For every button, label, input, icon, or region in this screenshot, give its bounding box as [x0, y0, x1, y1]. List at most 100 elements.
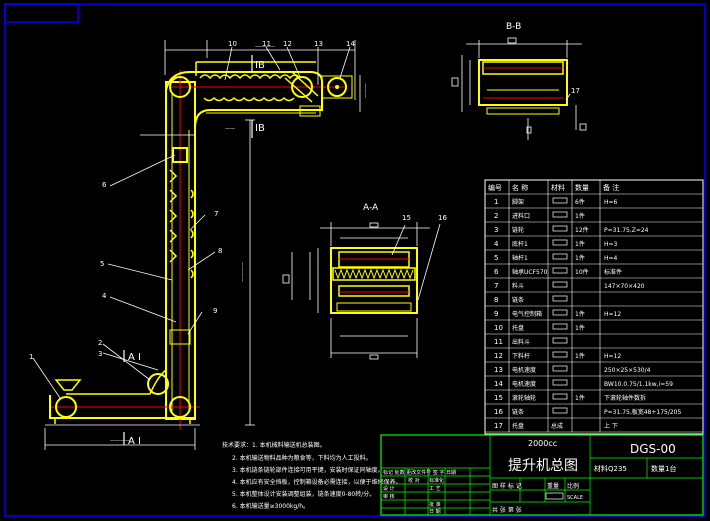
- parts-cell-name: 进料口: [512, 212, 530, 220]
- parts-cell-no: 6: [494, 268, 499, 276]
- callout-8: 8: [218, 247, 222, 255]
- parts-cell-qty: 1件: [575, 310, 585, 318]
- inspection-door: [169, 329, 191, 345]
- corner-tag: [4, 3, 79, 23]
- note-item: 6. 本机输送量≥3000kg/h。: [232, 502, 309, 510]
- tb-weight: 重量: [547, 482, 559, 490]
- parts-cell-qty: 1件: [575, 212, 585, 220]
- parts-cell-name: 托盘: [512, 324, 524, 332]
- parts-cell-name: 电机速度: [512, 366, 536, 374]
- head-sprocket-left: [169, 76, 191, 98]
- main-elevation-view: ———— ———— —— ———— ——— IB IB A I A I: [29, 40, 369, 450]
- tb-standard: 标准化: [429, 477, 444, 484]
- tb-approve: 批 准: [429, 501, 441, 508]
- aa-leader-16: [417, 223, 441, 301]
- dimension-lines: [44, 40, 361, 450]
- parts-cell-no: 1: [494, 198, 498, 206]
- parts-cell-note: BW10.0.75/1.1kw,i=59: [604, 381, 673, 388]
- discharge-chute: [284, 77, 313, 103]
- parts-cell-qty: 12件: [575, 226, 589, 234]
- parts-cell-name: 出料斗: [512, 338, 530, 346]
- tb-scale: SCALE: [567, 495, 583, 501]
- parts-cell-no: 16: [494, 408, 503, 416]
- callout-6: 6: [102, 181, 107, 189]
- aa-mid-band: [332, 267, 416, 281]
- callouts-main: 10 11 12 13 14 6 7 8 5 4 9 2 3 1: [29, 40, 355, 361]
- bb-outer: [478, 59, 568, 106]
- aa-chain-teeth: [334, 268, 414, 280]
- control-box: [172, 147, 188, 163]
- tb-mark-row: 标记 处数 更改文件号 签 字 日期: [383, 469, 456, 476]
- parts-cell-name: 轴承UCF570: [512, 268, 548, 276]
- parts-cell-note: 标准件: [604, 268, 622, 276]
- aa-base: [336, 302, 412, 312]
- parts-cell-material-box: [552, 239, 568, 246]
- parts-cell-material-box: [552, 253, 568, 260]
- vertical-buckets: [169, 169, 194, 279]
- tb-review: 审 核: [383, 493, 395, 500]
- motor-mount: [321, 75, 353, 99]
- parts-cell-no: 10: [494, 324, 503, 332]
- parts-cell-note: 147×70×420: [604, 283, 645, 290]
- technical-notes: 技术要求：1. 本机械料输送机总装图。 2. 本机输送物料品种为粮食等，下料均为…: [222, 441, 402, 510]
- callout-13: 13: [314, 40, 323, 48]
- section-ib-side: IB: [255, 123, 265, 134]
- callout-2: 2: [98, 339, 102, 347]
- parts-cell-material-box: [552, 295, 568, 302]
- parts-cell-name: 脚架: [512, 198, 524, 206]
- parts-cell-name: 托盘: [512, 422, 524, 430]
- parts-cell-material-box: [552, 337, 568, 344]
- callout-7: 7: [214, 210, 218, 218]
- parts-cell-material-box: [552, 309, 568, 316]
- parts-cell-material-box: [552, 267, 568, 274]
- tb-drawing-no: DGS-00: [630, 442, 676, 456]
- svg-text:————: ————: [255, 44, 275, 50]
- callout-5: 5: [100, 260, 104, 268]
- parts-cell-material-box: [552, 393, 568, 400]
- parts-cell-note: 250×25×530/4: [604, 367, 651, 374]
- tb-title: 提升机总图: [508, 458, 578, 474]
- callout-10: 10: [228, 40, 237, 48]
- parts-cell-name: 电机速度: [512, 380, 536, 388]
- svg-text:———: ———: [363, 83, 369, 98]
- boot-sprocket-left: [55, 396, 77, 418]
- callout-16: 16: [438, 214, 447, 222]
- tb-date: 日 期: [429, 509, 441, 515]
- parts-cell-no: 14: [494, 380, 503, 388]
- parts-cell-no: 12: [494, 352, 503, 360]
- section-bb-view: B-B 17: [451, 22, 587, 140]
- leader-lines: [32, 46, 351, 399]
- parts-cell-note: P=31.75,板宽48+175/205: [604, 408, 682, 416]
- section-aa-title: A-A: [363, 203, 379, 213]
- tb-capacity: 2000cc: [528, 439, 557, 448]
- svg-text:——: ——: [225, 126, 235, 132]
- parts-cell-no: 15: [494, 394, 503, 402]
- bb-dimensions: [451, 37, 587, 140]
- notes-heading: 技术要求：1. 本机械料输送机总装图。: [222, 441, 326, 449]
- section-ib-top: IB: [255, 60, 265, 71]
- parts-cell-no: 8: [494, 296, 498, 304]
- boot-sprocket-mid: [147, 373, 169, 395]
- parts-cell-material-box: [552, 323, 568, 330]
- parts-cell-material-box: [552, 379, 568, 386]
- tb-weight-box: [545, 492, 564, 500]
- drive-motor-hub: [335, 85, 339, 89]
- parts-cell-qty: 6件: [575, 198, 585, 206]
- parts-cell-qty: 1件: [575, 254, 585, 262]
- top-bucket-row-lower: [203, 96, 295, 102]
- aa-leader-15: [391, 224, 406, 256]
- aa-outer: [330, 247, 418, 314]
- parts-cell-qty: 1件: [575, 394, 585, 402]
- parts-cell-qty: 10件: [575, 268, 589, 276]
- top-bucket-row: [199, 74, 301, 80]
- parts-header-cell: 材料: [551, 183, 565, 192]
- boot-sprocket-right: [169, 396, 191, 418]
- parts-cell-no: 2: [494, 212, 498, 220]
- sheet-border: [4, 3, 706, 517]
- section-aa-view: A-A 15 16: [282, 203, 447, 360]
- note-item: 3. 本机链条链轮部件连接可用平键，安装时保证同轴度。: [232, 466, 384, 474]
- parts-cell-no: 13: [494, 366, 503, 374]
- parts-cell-no: 9: [494, 310, 498, 318]
- parts-cell-name: 链条: [512, 408, 524, 416]
- callout-11: 11: [262, 40, 271, 48]
